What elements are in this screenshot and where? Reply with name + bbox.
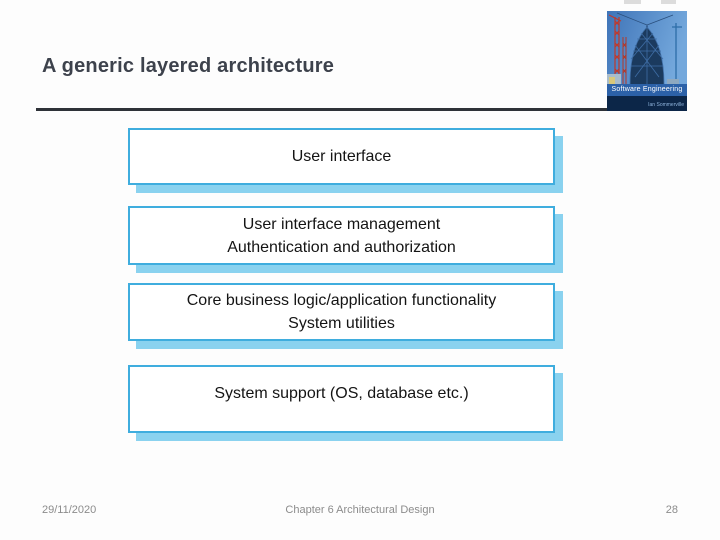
layer-label: System utilities: [288, 315, 395, 332]
footer-page-number: 28: [665, 504, 678, 516]
slide-title: A generic layered architecture: [42, 55, 335, 77]
layer-box-core-logic: Core business logic/application function…: [128, 283, 555, 341]
title-divider-rule: [36, 108, 683, 111]
footer-date: 29/11/2020: [42, 504, 97, 516]
layer-label: Authentication and authorization: [227, 238, 456, 256]
layer-label: User interface management: [242, 215, 441, 233]
book-cover-title-text: Software Engineering: [611, 86, 683, 93]
slide-footer: 29/11/2020 Chapter 6 Architectural Desig…: [0, 504, 720, 520]
footer-chapter: Chapter 6 Architectural Design: [285, 504, 435, 516]
layer-box-system-support: System support (OS, database etc.): [128, 365, 555, 433]
layer-label: User interface: [291, 148, 392, 165]
book-cover-image: Software Engineering Ian Sommerville: [607, 11, 687, 111]
top-edge-artifact: [661, 0, 676, 4]
layer-box-ui-management: User interface management Authentication…: [128, 206, 555, 265]
book-cover-author-text: Ian Sommerville: [648, 102, 684, 108]
book-cover-author: Ian Sommerville: [607, 96, 687, 111]
top-edge-artifact: [624, 0, 641, 4]
book-cover-title: Software Engineering: [607, 84, 687, 96]
layer-label: System support (OS, database etc.): [214, 384, 469, 402]
book-cover-art: [607, 11, 687, 85]
layer-box-user-interface: User interface: [128, 128, 555, 185]
layer-label: Core business logic/application function…: [186, 292, 497, 309]
